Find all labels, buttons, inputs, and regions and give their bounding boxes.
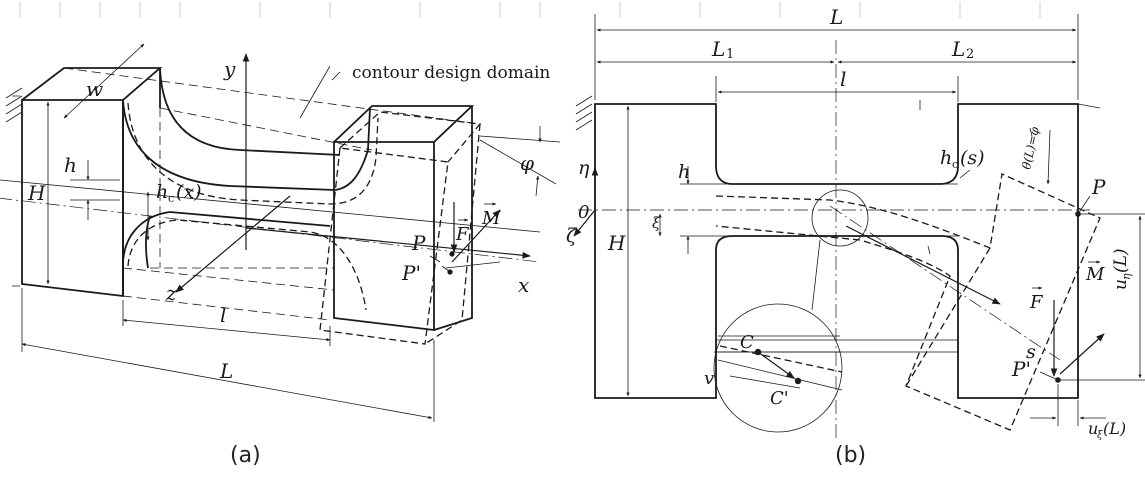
label-P: P — [411, 231, 426, 255]
label-y: y — [223, 57, 236, 81]
fixed-support-hatch-b — [575, 95, 593, 131]
lower-notch — [122, 211, 367, 321]
panel-a-labels: y x z w h H h c (x) l L φ P P' F M conto… — [27, 57, 550, 383]
label-L: L — [219, 359, 233, 383]
label-h-b: h — [678, 161, 690, 183]
load-arrows — [429, 202, 501, 273]
panel-b-planar-view: L L 1 L 2 l H h η 0 ζ ξ h c (s) θ(L)=φ P… — [566, 5, 1145, 468]
dimension-lines-b — [594, 14, 1145, 426]
label-eta: η — [578, 157, 590, 179]
label-P-prime: P' — [401, 261, 421, 285]
label-u-eta: u η (L) — [1111, 248, 1133, 290]
watermark-strokes — [19, 2, 1041, 18]
svg-text:L: L — [951, 37, 965, 61]
svg-text:u: u — [1088, 419, 1098, 438]
label-L1: L 1 — [711, 37, 734, 62]
label-z: z — [165, 281, 177, 305]
svg-text:1: 1 — [726, 47, 734, 62]
label-C: C — [740, 332, 754, 353]
svg-text:c: c — [168, 192, 174, 205]
panel-a-isometric-view: y x z w h H h c (x) l L φ P P' F M conto… — [0, 43, 561, 468]
label-x: x — [518, 273, 529, 297]
axes-b — [573, 167, 1081, 383]
caption-b: (b) — [835, 443, 866, 468]
svg-text:c: c — [952, 158, 958, 171]
label-phi: φ — [520, 151, 534, 175]
label-H-b: H — [607, 231, 626, 255]
label-u-xi: u ξ (L) — [1088, 419, 1126, 441]
svg-text:ξ: ξ — [1097, 430, 1103, 441]
label-M-b: M — [1085, 264, 1105, 285]
label-L2: L 2 — [951, 37, 974, 62]
panel-b-labels: L L 1 L 2 l H h η 0 ζ ξ h c (s) θ(L)=φ P… — [566, 5, 1133, 441]
hinge-body — [594, 103, 1079, 399]
label-l: l — [220, 303, 226, 327]
label-F-b: F — [1029, 292, 1044, 313]
label-H: H — [27, 181, 46, 205]
label-v: v — [704, 368, 714, 389]
svg-text:(x): (x) — [176, 181, 202, 203]
label-L-b: L — [829, 5, 843, 29]
load-arrows-b — [1050, 300, 1105, 377]
label-zeta: ζ — [566, 225, 578, 247]
right-block — [333, 105, 475, 332]
svg-text:(s): (s) — [960, 147, 985, 169]
caption-a: (a) — [230, 443, 261, 468]
label-hc-x: h c (x) — [156, 181, 202, 205]
contour-design-domain-outline — [63, 65, 481, 291]
label-w: w — [86, 77, 103, 101]
label-xi: ξ — [652, 214, 661, 232]
label-s: s — [1026, 341, 1036, 363]
label-P-prime-b: P' — [1011, 357, 1031, 381]
axes — [0, 53, 541, 293]
svg-text:(L): (L) — [1111, 248, 1131, 273]
label-hc-s: h c (s) — [940, 147, 985, 171]
dimension-lines — [12, 43, 561, 422]
svg-text:(L): (L) — [1103, 419, 1126, 438]
fixed-support-hatch — [5, 87, 23, 123]
label-M: M — [481, 208, 501, 229]
label-contour-design-domain: contour design domain — [352, 63, 550, 83]
svg-text:L: L — [711, 37, 725, 61]
label-l-b: l — [840, 67, 846, 91]
centerlines-b — [578, 40, 1090, 440]
svg-text:2: 2 — [966, 47, 974, 62]
svg-text:h: h — [156, 181, 168, 203]
label-zero: 0 — [578, 202, 589, 223]
label-P-b: P — [1091, 175, 1106, 199]
svg-text:u: u — [1111, 279, 1131, 290]
label-F: F — [455, 224, 470, 245]
label-theta: θ(L)=φ — [1019, 125, 1042, 171]
detail-circles — [713, 189, 869, 433]
label-C-prime: C' — [770, 388, 789, 409]
svg-text:η: η — [1120, 273, 1133, 280]
label-h: h — [64, 153, 77, 177]
svg-text:h: h — [940, 147, 952, 169]
